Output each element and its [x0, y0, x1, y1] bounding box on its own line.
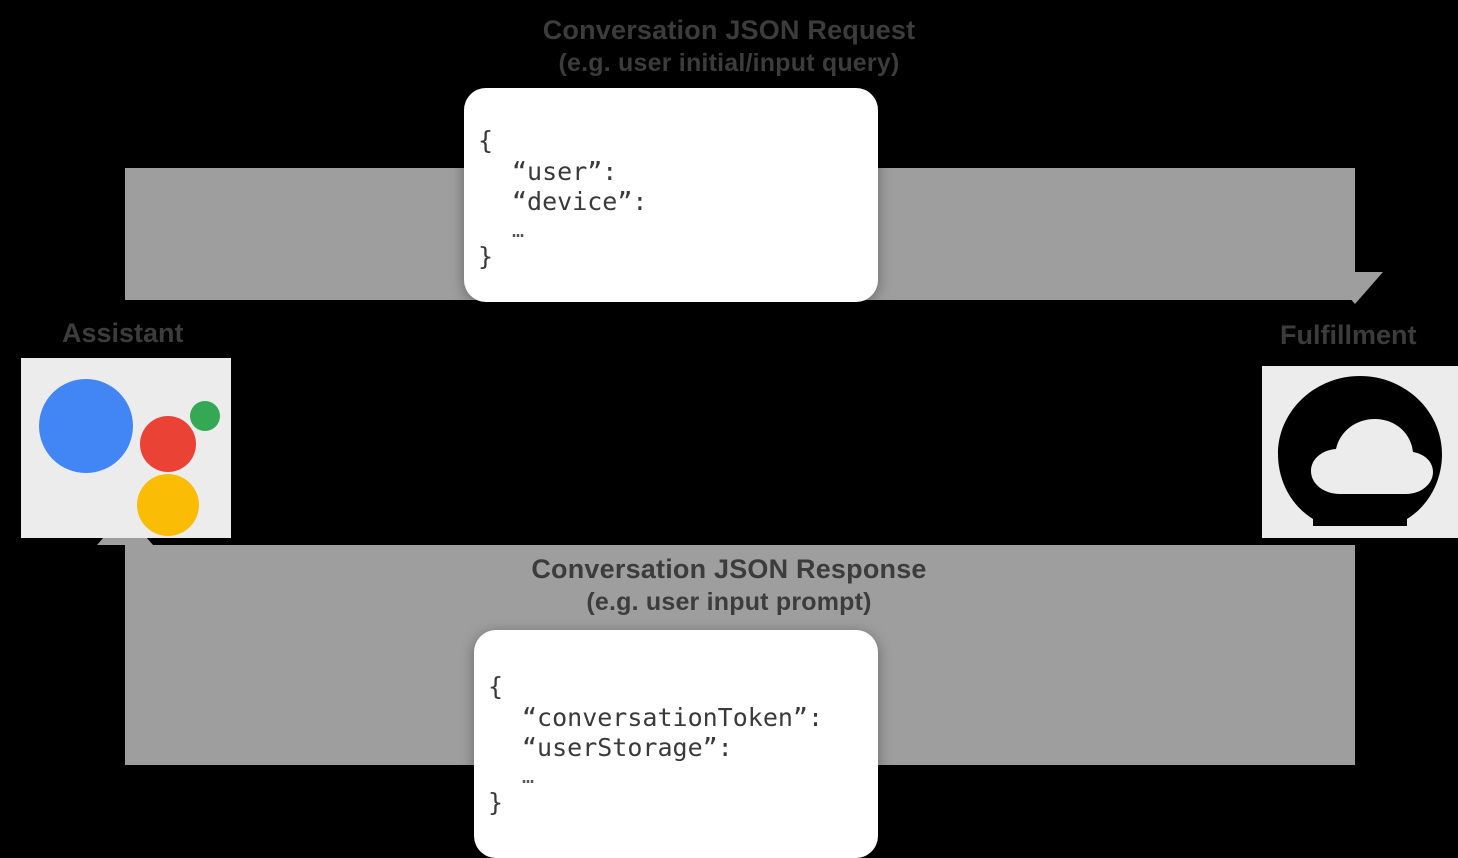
assistant-caption: Assistant	[62, 318, 184, 348]
json-line: {	[488, 672, 504, 701]
request-flow-label: Conversation JSON Request (e.g. user ini…	[0, 14, 1458, 79]
json-line: “conversationToken”:	[522, 702, 824, 732]
cloud-icon	[1278, 376, 1442, 526]
json-line: “userStorage”:	[522, 733, 733, 762]
response-json-card: { “conversationToken”: “userStorage”: … …	[474, 630, 878, 858]
google-assistant-dot-yellow-icon	[137, 474, 199, 536]
google-assistant-dot-green-icon	[190, 401, 220, 431]
json-line: …	[512, 217, 525, 242]
request-flow-subtitle: (e.g. user initial/input query)	[558, 48, 900, 77]
json-line: }	[488, 787, 504, 817]
google-assistant-dot-red-icon	[140, 416, 196, 472]
json-line: …	[522, 763, 535, 788]
json-line: “user”:	[512, 156, 618, 186]
fulfillment-caption: Fulfillment	[1280, 320, 1417, 350]
google-assistant-icon	[39, 379, 133, 473]
request-flow-title: Conversation JSON Request	[542, 15, 916, 45]
json-line: }	[478, 241, 494, 271]
json-line: {	[478, 126, 494, 155]
request-arrow-head-icon	[1327, 272, 1383, 304]
fulfillment-endpoint-tile	[1262, 366, 1458, 538]
request-json-card: { “user”: “device”: … }	[464, 88, 878, 302]
json-line: “device”:	[512, 187, 648, 216]
assistant-endpoint-tile	[21, 358, 231, 538]
